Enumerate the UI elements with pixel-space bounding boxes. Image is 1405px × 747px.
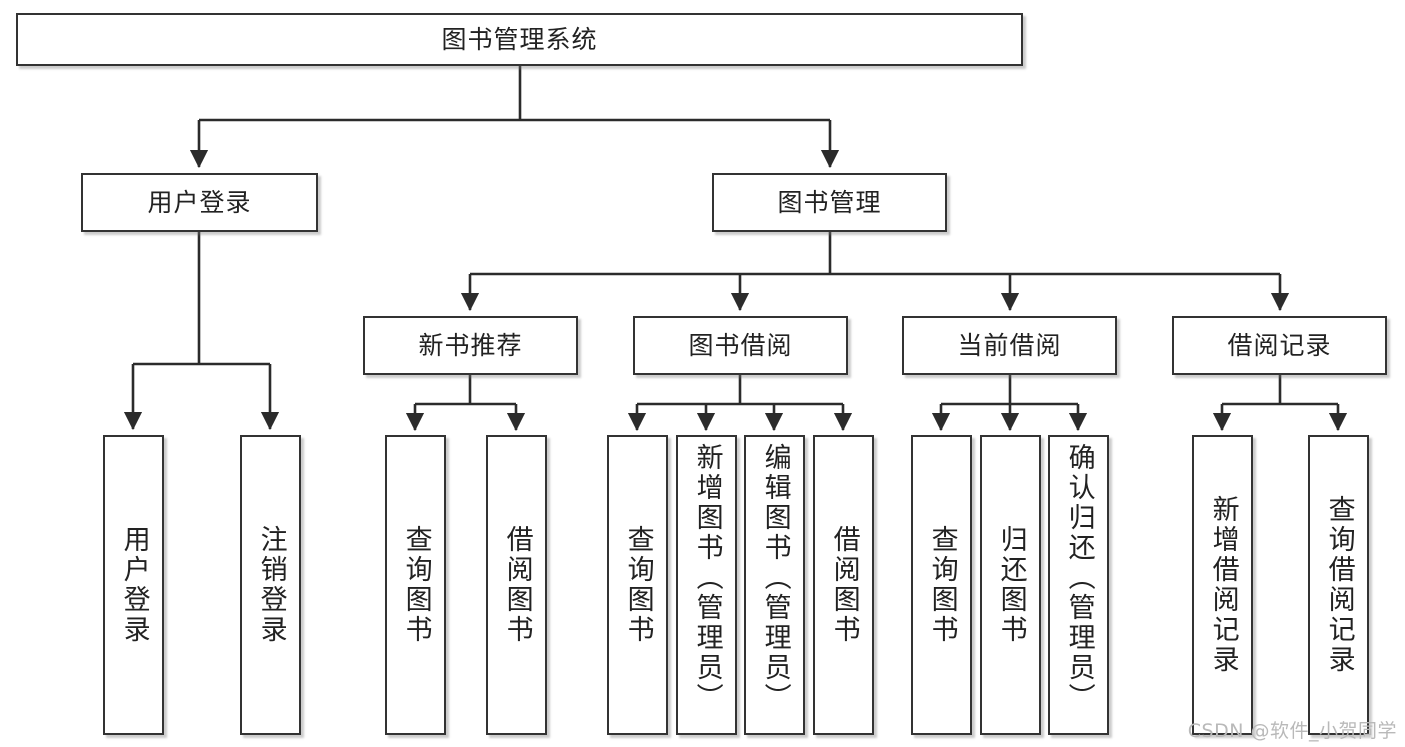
- node-leaf-return-book[interactable]: 归还图书: [980, 435, 1041, 735]
- node-leaf-query-book-current-label: 查询图书: [926, 525, 958, 645]
- node-leaf-logout-label: 注销登录: [255, 525, 287, 645]
- node-leaf-query-borrow-record[interactable]: 查询借阅记录: [1308, 435, 1369, 735]
- node-borrow-record-label: 借阅记录: [1227, 330, 1332, 360]
- node-leaf-query-book-new-label: 查询图书: [400, 525, 432, 645]
- node-book-manage[interactable]: 图书管理: [712, 173, 947, 232]
- node-leaf-add-book-admin-label: 新增图书（管理员）: [691, 443, 723, 713]
- node-leaf-user-login-label: 用户登录: [118, 525, 150, 645]
- node-leaf-confirm-return-admin[interactable]: 确认归还（管理员）: [1048, 435, 1109, 735]
- node-leaf-add-borrow-record[interactable]: 新增借阅记录: [1192, 435, 1253, 735]
- node-leaf-query-book-new[interactable]: 查询图书: [385, 435, 446, 735]
- node-root[interactable]: 图书管理系统: [16, 13, 1023, 66]
- node-current-borrow[interactable]: 当前借阅: [902, 316, 1117, 375]
- node-root-label: 图书管理系统: [441, 24, 598, 54]
- node-leaf-query-book-borrow-label: 查询图书: [622, 525, 654, 645]
- node-new-books-label: 新书推荐: [418, 330, 523, 360]
- node-current-borrow-label: 当前借阅: [957, 330, 1062, 360]
- node-leaf-query-book-borrow[interactable]: 查询图书: [607, 435, 668, 735]
- node-leaf-borrow-book[interactable]: 借阅图书: [813, 435, 874, 735]
- node-leaf-borrow-book-new[interactable]: 借阅图书: [486, 435, 547, 735]
- node-leaf-add-book-admin[interactable]: 新增图书（管理员）: [676, 435, 737, 735]
- node-leaf-logout[interactable]: 注销登录: [240, 435, 301, 735]
- node-user-login-label: 用户登录: [147, 187, 252, 217]
- node-leaf-query-book-current[interactable]: 查询图书: [911, 435, 972, 735]
- node-leaf-return-book-label: 归还图书: [995, 525, 1027, 645]
- node-leaf-add-borrow-record-label: 新增借阅记录: [1207, 495, 1239, 675]
- node-book-manage-label: 图书管理: [777, 187, 882, 217]
- node-book-borrow-label: 图书借阅: [688, 330, 793, 360]
- node-leaf-edit-book-admin-label: 编辑图书（管理员）: [759, 443, 791, 713]
- node-leaf-borrow-book-label: 借阅图书: [828, 525, 860, 645]
- node-user-login[interactable]: 用户登录: [81, 173, 318, 232]
- node-book-borrow[interactable]: 图书借阅: [633, 316, 848, 375]
- node-new-books[interactable]: 新书推荐: [363, 316, 578, 375]
- node-borrow-record[interactable]: 借阅记录: [1172, 316, 1387, 375]
- node-leaf-confirm-return-admin-label: 确认归还（管理员）: [1063, 443, 1095, 713]
- node-leaf-edit-book-admin[interactable]: 编辑图书（管理员）: [744, 435, 805, 735]
- node-leaf-query-borrow-record-label: 查询借阅记录: [1323, 495, 1355, 675]
- csdn-watermark: CSDN @软件_小贺同学: [1187, 720, 1397, 742]
- node-leaf-user-login[interactable]: 用户登录: [103, 435, 164, 735]
- node-leaf-borrow-book-new-label: 借阅图书: [501, 525, 533, 645]
